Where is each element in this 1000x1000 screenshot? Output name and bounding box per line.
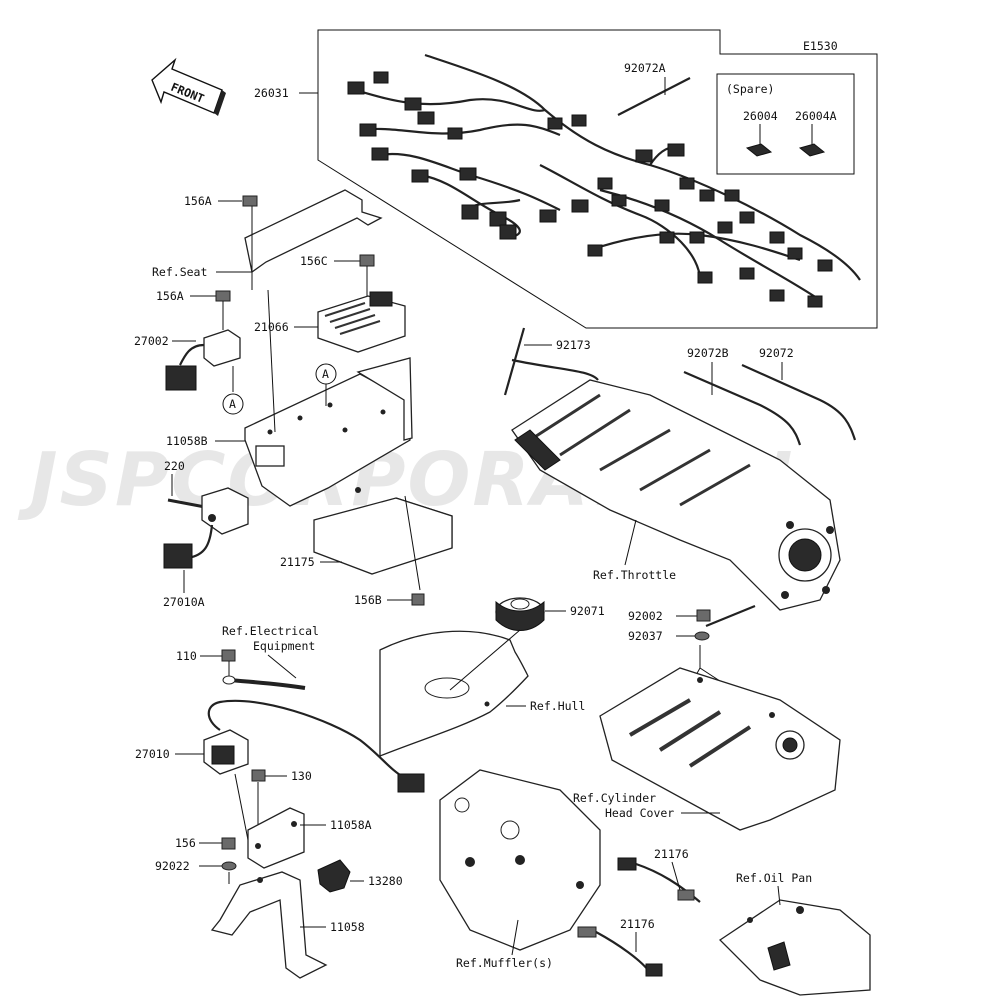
label-ref-cylinder-1: Ref.Cylinder — [573, 791, 656, 805]
relay-27010A — [163, 487, 249, 569]
washer-icon — [221, 861, 237, 871]
label-130: 130 — [291, 769, 312, 783]
label-11058: 11058 — [330, 920, 365, 934]
label-13280: 13280 — [368, 874, 403, 888]
harness-connectors — [347, 71, 833, 308]
callout-a-left: A — [229, 397, 236, 411]
label-156A-top: 156A — [184, 194, 212, 208]
label-21176-a: 21176 — [654, 847, 689, 861]
label-156B: 156B — [354, 593, 382, 607]
label-92072B: 92072B — [687, 346, 729, 360]
bolt-icon — [251, 769, 266, 782]
label-220: 220 — [164, 459, 185, 473]
label-92072A: 92072A — [624, 61, 666, 75]
label-11058B: 11058B — [166, 434, 208, 448]
bolt-icon — [215, 290, 231, 302]
seat-bracket — [244, 189, 383, 274]
label-156: 156 — [175, 836, 196, 850]
bolt-icon — [221, 649, 236, 662]
harness-enclosure — [317, 29, 878, 329]
label-27010: 27010 — [135, 747, 170, 761]
starter-relay-27010 — [203, 699, 425, 793]
label-ref-muffler: Ref.Muffler(s) — [456, 956, 553, 970]
regulator-21066 — [317, 291, 406, 353]
label-21066: 21066 — [254, 320, 289, 334]
spare-box: (Spare) 26004 26004A — [716, 73, 855, 175]
fuse-icon — [745, 143, 773, 157]
hull-section — [379, 630, 529, 757]
label-27002: 27002 — [134, 334, 169, 348]
sensor-21176-b — [577, 926, 663, 977]
diagram-code: E1530 — [803, 39, 838, 53]
label-ref-throttle: Ref.Throttle — [593, 568, 676, 582]
clamp-13280 — [317, 859, 351, 893]
bracket-11058 — [210, 871, 328, 979]
ecu-21175 — [313, 497, 453, 575]
label-ref-cylinder-2: Head Cover — [605, 806, 674, 820]
bolt-icon — [411, 593, 425, 606]
label-156A-mid: 156A — [156, 289, 184, 303]
grommet-92071 — [495, 597, 545, 631]
bolt-icon — [221, 837, 236, 850]
label-ref-electrical-2: Equipment — [253, 639, 315, 653]
fuse-icon — [798, 143, 826, 157]
label-ref-seat: Ref.Seat — [152, 265, 207, 279]
callout-a-plate: A — [322, 367, 329, 381]
label-26031: 26031 — [254, 86, 289, 100]
spare-item-26004A: 26004A — [795, 109, 837, 123]
label-21176-b: 21176 — [620, 917, 655, 931]
sensor-21176-a — [617, 857, 701, 903]
bolt-icon — [242, 195, 258, 207]
throttle-assembly — [511, 379, 841, 611]
label-27010A: 27010A — [163, 595, 205, 609]
label-92072: 92072 — [759, 346, 794, 360]
label-110: 110 — [176, 649, 197, 663]
spare-item-26004: 26004 — [743, 109, 778, 123]
cylinder-head-cover — [599, 667, 841, 831]
relay-27002 — [165, 329, 241, 391]
label-21175: 21175 — [280, 555, 315, 569]
bolt-icon — [359, 254, 375, 267]
bracket-11058A — [247, 807, 305, 869]
main-harness — [354, 53, 861, 301]
bolt-icon — [696, 609, 711, 622]
washer-icon — [694, 631, 710, 641]
label-92022: 92022 — [155, 859, 190, 873]
oil-pan — [718, 899, 871, 996]
label-11058A: 11058A — [330, 818, 372, 832]
label-92173: 92173 — [556, 338, 591, 352]
label-ref-oil-pan: Ref.Oil Pan — [736, 871, 812, 885]
label-ref-hull: Ref.Hull — [530, 699, 585, 713]
front-arrow-icon: FRONT — [151, 57, 226, 116]
label-92071: 92071 — [570, 604, 605, 618]
muffler — [439, 769, 601, 951]
label-156C: 156C — [300, 254, 328, 268]
mount-plate-11058B — [244, 357, 413, 507]
spare-title: (Spare) — [726, 82, 774, 96]
label-92037: 92037 — [628, 629, 663, 643]
label-92002: 92002 — [628, 609, 663, 623]
label-ref-electrical-1: Ref.Electrical — [222, 624, 319, 638]
